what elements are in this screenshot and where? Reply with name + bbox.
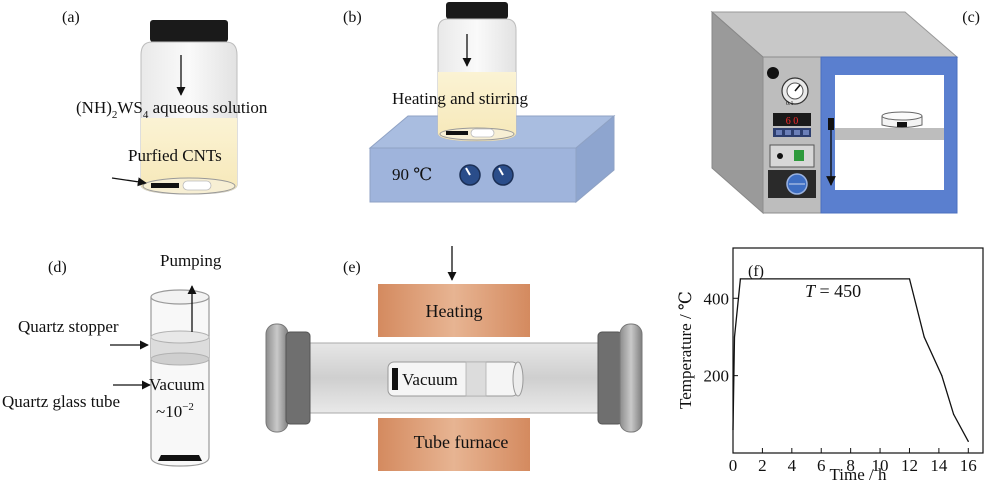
- oven-power-lamp: [767, 67, 779, 79]
- pressure-label: ~10−2: [156, 401, 194, 421]
- jar-b-solution: [438, 72, 516, 141]
- inner-quartz-ampoule: [387, 361, 524, 397]
- sample-in-tube: [158, 455, 202, 461]
- chart-y-tick-label-0: 200: [704, 367, 730, 386]
- chart-x-tick-label-8: 16: [960, 456, 977, 475]
- chart-point-6: [952, 413, 955, 415]
- oven-display: 6 0: [773, 113, 811, 127]
- chart-series-points: [732, 278, 969, 442]
- chart-x-tick-label-7: 14: [930, 456, 948, 475]
- hotplate-knob-1[interactable]: [459, 164, 481, 186]
- chart-x-tick-label-6: 12: [901, 456, 918, 475]
- quartz-tube-top: [150, 289, 210, 305]
- chart-x-tick-label-2: 4: [788, 456, 797, 475]
- chart-x-axis-label: Time / h: [829, 465, 887, 484]
- chart-point-4: [923, 336, 925, 338]
- chart-x-axis: 0 2 4 6 8 10 12 14 16: [729, 448, 977, 475]
- cnt-sample-b: [470, 128, 495, 138]
- quartz-stopper-top: [150, 330, 210, 344]
- chart-x-tick-label-4: 8: [846, 456, 855, 475]
- cnt-sample-a: [182, 180, 212, 191]
- chart-y-axis: 200 400: [704, 289, 738, 386]
- panel-b: (b) 90 ℃ Heating and stirring: [343, 2, 616, 204]
- chart-y-axis-label: Temperature / ℃: [676, 291, 695, 409]
- oven-sample-dish: [881, 111, 923, 128]
- chart-plot-frame: [732, 247, 984, 454]
- vacuum-label-e: Vacuum: [402, 370, 458, 389]
- panel-a-tag: (a): [62, 9, 80, 26]
- chart-point-5: [941, 375, 943, 377]
- oven-dial-value: 0.1: [786, 101, 794, 107]
- panel-a: (a) (NH)2WS4 aqueous solution Purfied CN…: [62, 9, 268, 195]
- oven-timer-dial[interactable]: 0.1: [781, 77, 809, 107]
- tube-right-cap: [597, 323, 643, 433]
- chart-x-tick-label-3: 6: [817, 456, 826, 475]
- solution-label: (NH)2WS4 aqueous solution: [76, 98, 268, 121]
- vacuum-label-d: Vacuum: [149, 375, 205, 394]
- furnace-top-half: [378, 284, 530, 337]
- hotplate-knob-2[interactable]: [492, 164, 514, 186]
- sample-in-ampoule: [392, 368, 398, 390]
- panel-f: (f) T = 450 0 2 4 6 8 10 12 14 16 200 400 Time / …: [676, 247, 984, 484]
- panel-d: (d) Pumping Quartz stopper Quartz glass …: [2, 251, 222, 467]
- panel-e: (e) Heating Tube furnace Vacuum: [265, 246, 643, 471]
- quartz-stopper-bottom: [150, 352, 210, 366]
- stir-bar-a: [151, 183, 179, 188]
- panel-b-tag: (b): [343, 9, 362, 26]
- heating-label: Heating: [426, 301, 483, 321]
- jar-a-solution: [141, 118, 237, 194]
- oven-display-value: 6 0: [786, 116, 799, 127]
- chart-point-3: [908, 278, 911, 280]
- tube-left-cap: [265, 323, 311, 433]
- pumping-label: Pumping: [160, 251, 222, 270]
- chart-point-0: [732, 429, 734, 431]
- heating-stirring-label: Heating and stirring: [392, 89, 528, 108]
- oven-switch-panel[interactable]: [769, 144, 815, 168]
- chart-x-tick-label-5: 10: [872, 456, 889, 475]
- chart-point-1: [733, 336, 736, 338]
- furnace-bottom-half: [378, 418, 530, 471]
- quartz-tube-label: Quartz glass tube: [2, 392, 120, 411]
- chart-annotation: T = 450: [805, 281, 861, 301]
- hotplate-temperature: 90 ℃: [392, 165, 432, 184]
- chart-series-line: [732, 278, 969, 442]
- tube-furnace-label: Tube furnace: [414, 432, 509, 452]
- quartz-stopper-label: Quartz stopper: [18, 317, 119, 336]
- chart-x-tick-label-1: 2: [758, 456, 767, 475]
- chart-point-7: [967, 440, 969, 442]
- jar-b-lid: [446, 2, 508, 19]
- chart-y-tick-label-1: 400: [704, 289, 730, 308]
- panel-f-tag: (f): [748, 263, 764, 280]
- panel-c-tag: (c): [962, 9, 980, 26]
- arrow-cnts: [111, 177, 147, 187]
- chart-x-tick-label-0: 0: [729, 456, 738, 475]
- panel-d-tag: (d): [48, 259, 67, 276]
- oven-fan-vent: [768, 170, 816, 198]
- chart-point-2: [739, 278, 741, 280]
- stir-bar-b: [446, 131, 468, 135]
- panel-e-tag: (e): [343, 259, 361, 276]
- panel-c: (c) 0.1 6 0: [710, 9, 980, 215]
- oven-keypad[interactable]: [773, 128, 811, 137]
- oven-door-handle[interactable]: [826, 118, 836, 186]
- jar-a-lid: [150, 20, 228, 42]
- oven-shelf: [835, 128, 944, 140]
- cnts-label: Purfied CNTs: [128, 146, 222, 165]
